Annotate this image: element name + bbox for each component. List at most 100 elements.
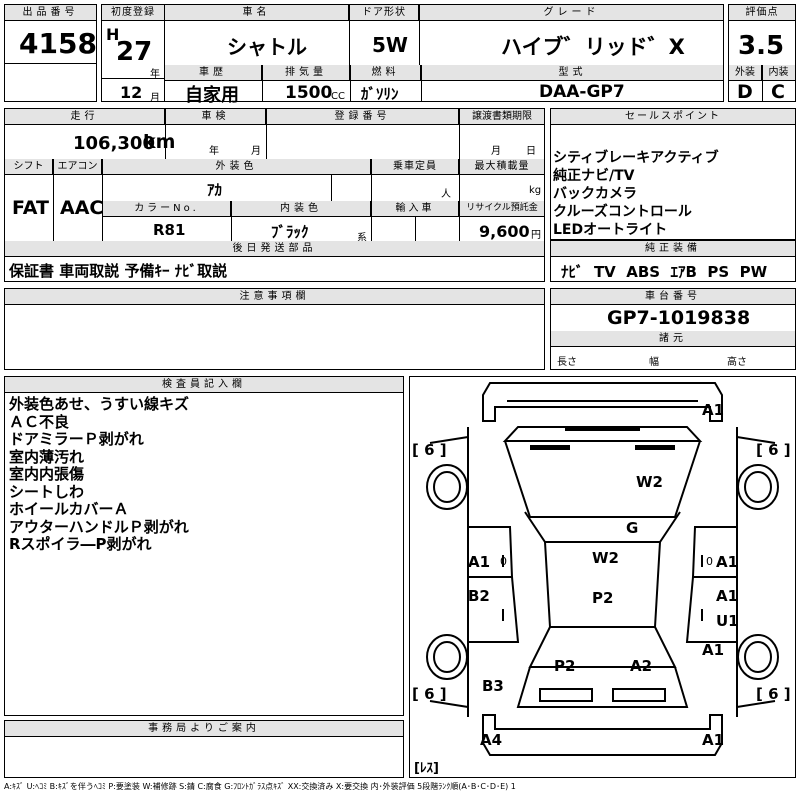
first-registration-label: 初度登録 xyxy=(102,5,164,21)
length-label: 長さ xyxy=(557,357,577,368)
inspector-note: 室内内張傷 xyxy=(9,465,85,483)
import-label: 輸入車 xyxy=(372,201,459,217)
plate-label: 登録番号 xyxy=(267,109,459,125)
reg-month: 12 xyxy=(120,83,143,102)
interior-grade: C xyxy=(771,81,785,103)
inspector-note: 室内薄汚れ xyxy=(9,447,85,466)
fuel: ｶﾞｿﾘﾝ xyxy=(361,85,399,103)
inspector-notes-box: 検査員記入欄 外装色あせ、うすい線キズ ＡＣ不良 ドアミラーＰ剥がれ 室内薄汚れ… xyxy=(4,376,404,716)
damage-rear-bumper-right: A1 xyxy=(702,731,725,749)
tire-rear-right-mark: [ 6 ] xyxy=(756,685,791,703)
damage-hood: W2 xyxy=(636,473,663,491)
score-label: 評価点 xyxy=(729,5,795,21)
inspector-note: 外装色あせ、うすい線キズ xyxy=(9,395,190,413)
damage-fender-left: A1 xyxy=(468,553,491,571)
transfer-month-unit: 月 xyxy=(491,146,501,157)
post-items: 保証書 車両取説 予備ｷｰ ﾅﾋﾞ取説 xyxy=(9,262,228,280)
width-label: 幅 xyxy=(649,357,659,368)
int-color: ﾌﾞﾗｯｸ xyxy=(271,223,309,241)
damage-fender-left-sub: 0 xyxy=(500,555,507,568)
model: DAA-GP7 xyxy=(539,82,625,102)
transfer-label: 譲渡書類期限 xyxy=(460,109,544,125)
sales-points-label: セールスポイント xyxy=(551,109,795,125)
sales-point-item: バックカメラ xyxy=(553,186,637,202)
inspector-note: ＡＣ不良 xyxy=(9,412,70,431)
damage-quarter-left: B3 xyxy=(482,677,504,695)
lot-number: 4158 xyxy=(19,27,97,60)
damage-door-left-rear: B2 xyxy=(468,587,490,605)
spec-label: 諸元 xyxy=(551,331,795,347)
sales-point-item: LEDオートライト xyxy=(553,222,668,238)
caution-box: 注意事項欄 xyxy=(4,288,545,370)
mileage-unit: km xyxy=(143,131,176,153)
tire-front-left-mark: [ 6 ] xyxy=(412,441,447,459)
capacity-label: 乗車定員 xyxy=(372,159,459,175)
office-notice-label: 事務局よりご案内 xyxy=(5,721,403,737)
inspector-note: アウターハンドルＰ剥がれ xyxy=(9,517,189,536)
post-label: 後日発送部品 xyxy=(5,241,544,257)
damage-quarter-right: A1 xyxy=(702,641,725,659)
ext-color-label: 外装色 xyxy=(103,159,371,175)
color-no: R81 xyxy=(153,221,186,239)
int-color-label: 内装色 xyxy=(232,201,371,217)
displacement-label: 排気量 xyxy=(263,65,350,81)
damage-roof-rear: P2 xyxy=(592,589,614,607)
damage-front-bumper-right: A1 xyxy=(702,401,725,419)
sales-points-list: シティブレーキアクティブ 純正ナビ/TV バックカメラ クルーズコントロール L… xyxy=(553,149,719,239)
door-label: ドア形状 xyxy=(350,5,419,21)
inspection-year-unit: 年 xyxy=(209,146,219,157)
inspector-note: Rスポイラ―P剥がれ xyxy=(9,535,152,553)
displacement-unit: CC xyxy=(331,91,345,102)
car-name-label: 車名 xyxy=(165,5,349,21)
load-unit: kg xyxy=(529,185,542,196)
equipment-label: 純正装備 xyxy=(551,241,795,257)
ac: AAC xyxy=(60,197,104,219)
grade: ハイブ゛リッド゛X xyxy=(501,35,685,59)
grade-label: グレード xyxy=(420,5,723,21)
reg-year: 27 xyxy=(116,37,153,67)
inspector-note: シートしわ xyxy=(9,482,85,501)
car-name: シャトル xyxy=(227,35,307,59)
lot-number-box: 出品番号 4158 xyxy=(4,4,97,102)
damage-diagram-box: [ 6 ] [ 6 ] [ 6 ] [ 6 ] A1 W2 G W2 A1 0 … xyxy=(409,376,796,778)
reg-month-unit: 月 xyxy=(150,93,160,104)
load-label: 最大積載量 xyxy=(460,159,544,175)
damage-door-right-front: A1 xyxy=(716,587,739,605)
recycle-unit: 円 xyxy=(531,230,541,241)
transfer-day-unit: 日 xyxy=(526,146,536,157)
sales-point-item: クルーズコントロール xyxy=(553,204,692,220)
shift-label: シフト xyxy=(5,159,53,175)
era: H xyxy=(106,25,120,44)
exterior-label: 外装 xyxy=(729,65,762,81)
damage-code-legend: A:ｷｽﾞ U:ﾍｺﾐ B:ｷｽﾞを伴うﾍｺﾐ P:要塗装 W:補修跡 S:錆 … xyxy=(4,782,516,791)
int-color-unit: 系 xyxy=(357,233,367,244)
tire-rear-left-mark: [ 6 ] xyxy=(412,685,447,703)
car-outline-diagram xyxy=(426,382,779,756)
ac-label: エアコン xyxy=(54,159,102,175)
score-box: 評価点 3.5 外装 内装 D C xyxy=(728,4,796,103)
fuel-label: 燃料 xyxy=(351,65,421,81)
damage-fender-right: A1 xyxy=(716,553,739,571)
damage-rear-bumper-left: A4 xyxy=(480,731,503,749)
reg-year-unit: 年 xyxy=(150,69,160,80)
color-no-label: カラーNo. xyxy=(103,201,231,217)
damage-rear-glass-right: A2 xyxy=(630,657,653,675)
car-info-box: 車名 シャトル ドア形状 5W グレード ハイブ゛リッド゛X 車歴 自家用 排気… xyxy=(164,4,724,106)
recycle-label: リサイクル預託金 xyxy=(460,201,544,217)
shift: FAT xyxy=(12,197,49,219)
height-label: 高さ xyxy=(727,357,747,368)
damage-rear-glass-left: P2 xyxy=(554,657,576,675)
inspection-month-unit: 月 xyxy=(251,146,261,157)
mileage: 106,300 xyxy=(73,133,155,154)
equipment-items: ﾅﾋﾞ TV ABS ｴｱB PS PW xyxy=(561,263,768,281)
inspector-note: ドアミラーＰ剥がれ xyxy=(9,430,144,448)
capacity-unit: 人 xyxy=(441,189,451,200)
inspection-label: 車検 xyxy=(166,109,266,125)
tire-front-right-mark: [ 6 ] xyxy=(756,441,791,459)
office-notice-box: 事務局よりご案内 xyxy=(4,720,404,778)
mileage-label: 走行 xyxy=(5,109,165,125)
spare-tire-less: [ﾚｽ] xyxy=(414,761,439,776)
exterior-grade: D xyxy=(737,81,753,103)
model-label: 型式 xyxy=(422,65,723,81)
damage-fender-right-sub: 0 xyxy=(706,555,713,568)
